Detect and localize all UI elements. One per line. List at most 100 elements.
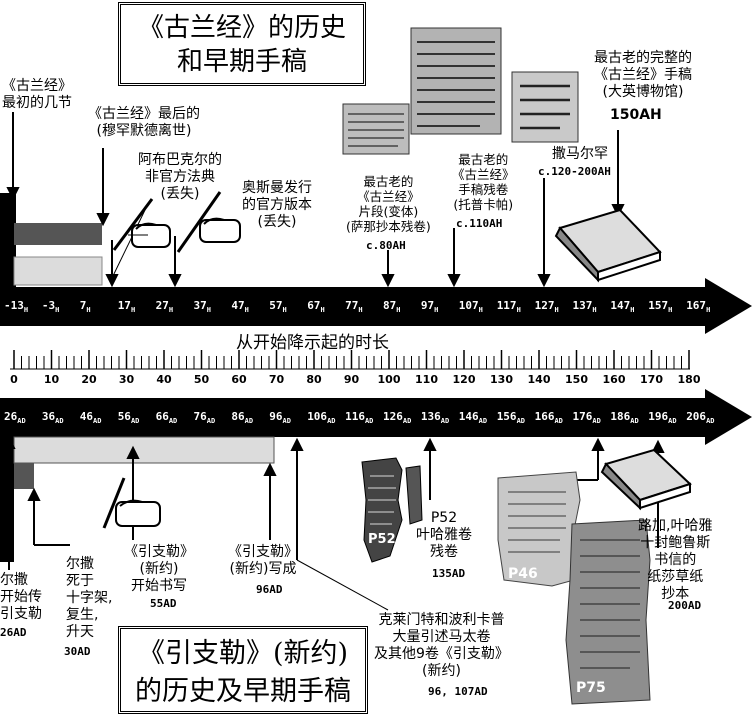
ad-tick-label: 26AD	[4, 410, 26, 426]
ruler-tick-label: 100	[377, 373, 401, 386]
ruler-tick-label: 60	[231, 373, 247, 386]
arrow-abubakr	[105, 274, 119, 288]
complete-quran-book-icon	[554, 208, 662, 283]
ruler-tick-label: 170	[640, 373, 663, 386]
ruler-title: 从开始降示起的时长	[236, 333, 389, 353]
quill-hand-icon	[176, 191, 241, 253]
ad-arrow-head	[705, 389, 752, 445]
ad-tick-label: 196AD	[648, 410, 677, 426]
hijri-tick-label: 157H	[648, 299, 673, 315]
ruler-tick-label: 110	[415, 373, 438, 386]
label-jesus-death-date: 30AD	[64, 645, 91, 658]
hijri-tick-label: 47H	[231, 299, 249, 315]
label-topkapi-date: c.110AH	[456, 217, 503, 230]
ad-tick-label: 206AD	[686, 410, 715, 426]
hijri-tick-label: 147H	[610, 299, 635, 315]
label-samarkand-date: c.120-200AH	[538, 165, 611, 178]
label-nt-done: 《引支勒》 (新约)写成	[228, 544, 298, 577]
ad-tick-label: 106AD	[307, 410, 336, 426]
label-p52: P52 叶哈雅卷 残卷	[416, 510, 472, 560]
samarkand-manuscript-image	[511, 71, 579, 143]
dark-duration-bar-bottom	[14, 463, 34, 489]
ruler-tick-label: 70	[268, 373, 285, 386]
arrow-luke	[651, 439, 665, 453]
ruler-tick-label: 20	[81, 373, 97, 386]
label-jesus-death: 尔撒 死于 十字架, 复生, 升天	[66, 556, 113, 640]
light-duration-bar-bottom	[13, 436, 275, 464]
ruler-tick-label: 180	[677, 373, 701, 386]
label-jesus-begin: 尔撒 开始传 引支勒	[0, 572, 42, 622]
quill-hand-icon	[112, 198, 171, 251]
ruler-tick-label: 120	[452, 373, 476, 386]
ad-tick-label: 66AD	[155, 410, 178, 426]
label-p52-date: 135AD	[432, 567, 466, 580]
ad-tick-label: 136AD	[420, 410, 450, 426]
ruler-tick-label: 140	[527, 373, 551, 386]
topkapi-manuscript-image	[410, 27, 502, 135]
p52-papyrus-image	[361, 457, 423, 563]
label-british: 最古老的完整的 《古兰经》手稿 (大英博物馆)	[594, 50, 692, 100]
arrow-p52	[423, 437, 437, 451]
label-topkapi: 最古老的 《古兰经》 手稿残卷 (托普卡帕)	[452, 152, 515, 212]
label-nt-begin-date: 55AD	[150, 597, 177, 610]
ad-tick-label: 76AD	[193, 410, 216, 426]
ruler-tick-label: 30	[118, 373, 135, 386]
arrow-jesus-death	[27, 487, 41, 501]
injil-history-title: 《引支勒》(新约) 的历史及早期手稿	[118, 626, 368, 714]
ruler-tick-label: 80	[306, 373, 322, 386]
ad-tick-label: 86AD	[231, 410, 254, 426]
arrow-jesus-begin	[2, 435, 16, 449]
ad-tick-label: 116AD	[345, 410, 374, 426]
hijri-tick-label: 57H	[269, 299, 287, 315]
ad-tick-label: 166AD	[534, 410, 563, 426]
hijri-tick-label: 37H	[193, 299, 211, 315]
label-luke-date: 200AD	[668, 599, 702, 612]
hijri-tick-label: 27H	[155, 299, 174, 315]
ruler-tick-label: 130	[490, 373, 513, 386]
ruler-tick-label: 10	[43, 373, 60, 386]
label-samarkand: 撒马尔罕	[552, 146, 608, 162]
start-block-top	[0, 193, 16, 288]
p46-label: P46	[508, 566, 538, 582]
p75-label: P75	[576, 680, 606, 696]
arrow-clement	[290, 437, 304, 451]
hijri-tick-label: 137H	[572, 299, 597, 315]
hijri-tick-label: 67H	[307, 299, 325, 315]
hijri-tick-label: 107H	[458, 299, 483, 315]
quran-leader-arrows	[6, 112, 625, 288]
label-sanaa-date: c.80AH	[366, 239, 406, 252]
light-duration-bar-top	[13, 256, 103, 286]
ad-tick-label: 46AD	[79, 410, 102, 426]
ruler-tick-label: 40	[156, 373, 172, 386]
label-uthman: 奥斯曼发行 的官方版本 (丢失)	[242, 180, 312, 230]
quran-history-title: 《古兰经》的历史 和早期手稿	[118, 2, 366, 86]
hijri-tick-label: 97H	[420, 299, 439, 315]
ad-tick-label: 36AD	[41, 410, 64, 426]
arrow-last-verses	[96, 213, 110, 227]
arrow-topkapi	[447, 274, 461, 288]
hijri-tick-label: 77H	[345, 299, 363, 315]
ad-tick-label: 56AD	[117, 410, 140, 426]
hijri-tick-label: -3H	[41, 299, 60, 315]
label-sanaa: 最古老的 《古兰经》 片段(变体) (萨那抄本残卷)	[346, 174, 431, 234]
hijri-arrow-head	[705, 278, 752, 334]
ruler-tick-label: 160	[602, 373, 626, 386]
hijri-arrow-shaft	[0, 287, 712, 326]
label-first-verses: 《古兰经》 最初的几节	[2, 78, 72, 111]
hijri-tick-label: 127H	[534, 299, 559, 315]
ruler-tick-label: 150	[565, 373, 588, 386]
ad-tick-label: 146AD	[458, 410, 488, 426]
arrow-p46	[591, 437, 605, 451]
dark-duration-bar-top	[14, 223, 102, 245]
label-jesus-begin-date: 26AD	[0, 626, 27, 639]
sanaa-manuscript-image	[342, 103, 410, 155]
arrow-first-verses	[6, 187, 20, 201]
ruler-tick-label: 0	[10, 373, 18, 386]
hijri-tick-label: 17H	[117, 299, 136, 315]
hijri-tick-label: 87H	[383, 299, 401, 315]
hijri-tick-label: -13H	[4, 299, 29, 315]
ad-tick-label: 186AD	[610, 410, 639, 426]
p75-papyrus-image	[565, 519, 651, 705]
